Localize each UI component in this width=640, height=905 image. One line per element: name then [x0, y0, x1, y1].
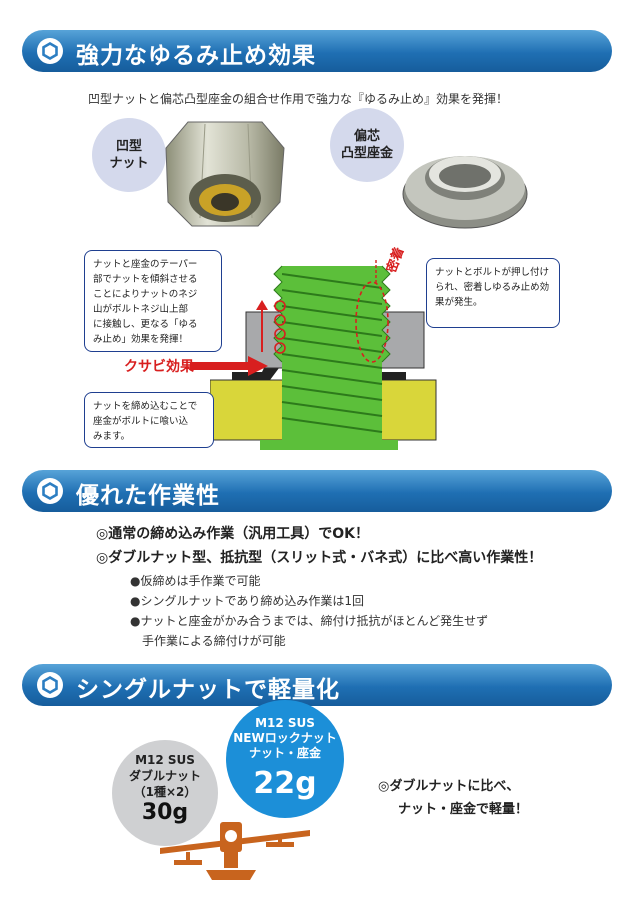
spec-line: NEWロックナット — [233, 731, 337, 745]
callout-line: 山がボルトネジ山上部 — [93, 304, 189, 315]
washer-label: 偏芯 凸型座金 — [330, 108, 404, 182]
washer-label-line: 偏芯 — [353, 129, 380, 144]
cross-section-diagram — [210, 260, 437, 450]
work-subpoint: ●ナットと座金がかみ合うまでは、締付け抵抗がほとんど発生せず — [130, 614, 489, 628]
hexagon-icon — [37, 672, 63, 698]
spec-line: M12 SUS — [135, 753, 195, 767]
work-point: ◎通常の締め込み作業（汎用工具）でOK！ — [96, 526, 369, 542]
work-subpoint: ●仮締めは手作業で可能 — [130, 574, 261, 588]
washer-image — [402, 156, 528, 229]
callout-line: られ、密着しゆるみ止め効 — [435, 282, 550, 293]
hexagon-icon — [37, 38, 63, 64]
spec-line: ナット・座金 — [248, 746, 321, 760]
section-banner-workability: 優れた作業性 — [22, 470, 612, 512]
spec-line: ダブルナット — [128, 769, 201, 783]
new-locknut-weight: 22g — [253, 766, 317, 801]
double-nut-spec: M12 SUS ダブルナット （1種×2） — [112, 752, 218, 800]
callout-bite: ナットを締め込むことで 座金がボルトに喰い込 みます。 — [84, 392, 214, 448]
balance-scale-icon — [160, 822, 310, 880]
lightweight-summary: ナット・座金で軽量！ — [398, 802, 529, 817]
callout-line: に接触し、更なる「ゆる — [93, 319, 198, 330]
double-nut-weight: 30g — [141, 800, 189, 825]
hexagon-icon — [37, 478, 63, 504]
spec-line: （1種×2） — [133, 785, 197, 799]
new-locknut-spec: M12 SUS NEWロックナット ナット・座金 — [226, 716, 344, 761]
spec-line: M12 SUS — [255, 716, 315, 730]
callout-contact: ナットとボルトが押し付け られ、密着しゆるみ止め効 果が発生。 — [426, 258, 560, 328]
callout-taper: ナットと座金のテーパー 部でナットを傾斜させる ことによりナットのネジ 山がボル… — [84, 250, 222, 352]
section-banner-loosening: 強力なゆるみ止め効果 — [22, 30, 612, 72]
work-point: ◎ダブルナット型、抵抗型（スリット式・バネ式）に比べ高い作業性！ — [96, 550, 543, 566]
work-subpoint: ●シングルナットであり締め込み作業は1回 — [130, 594, 364, 608]
callout-line: ことによりナットのネジ — [93, 289, 198, 300]
nut-image — [165, 121, 285, 227]
section-banner-lightweight: シングルナットで軽量化 — [22, 664, 612, 706]
section-title: 優れた作業性 — [76, 483, 220, 509]
callout-line: 座金がボルトに喰い込 — [93, 416, 189, 427]
nut-label: 凹型 ナット — [92, 118, 166, 192]
callout-line: ナットと座金のテーパー — [93, 259, 198, 270]
callout-line: ナットを締め込むことで — [93, 401, 198, 412]
lightweight-summary: ◎ダブルナットに比べ、 — [378, 779, 520, 794]
nut-label-line: ナット — [109, 156, 149, 171]
callout-line: み止め」効果を発揮！ — [93, 334, 189, 345]
nut-label-line: 凹型 — [115, 139, 142, 154]
intro-text: 凹型ナットと偏芯凸型座金の組合せ作用で強力な『ゆるみ止め』効果を発揮！ — [88, 92, 509, 106]
callout-line: 果が発生。 — [435, 297, 483, 308]
double-nut-bubble — [112, 740, 218, 846]
wedge-effect-label: クサビ効果 — [124, 359, 194, 375]
new-locknut-bubble — [226, 700, 344, 818]
work-subpoint: 手作業による締付けが可能 — [142, 634, 286, 648]
section-title: 強力なゆるみ止め効果 — [76, 43, 316, 69]
section-title: シングルナットで軽量化 — [76, 677, 340, 703]
wedge-arrow-icon — [190, 356, 268, 376]
callout-line: 部でナットを傾斜させる — [93, 274, 198, 285]
callout-line: みます。 — [93, 431, 131, 442]
callout-line: ナットとボルトが押し付け — [435, 267, 550, 278]
washer-label-line: 凸型座金 — [340, 146, 393, 161]
